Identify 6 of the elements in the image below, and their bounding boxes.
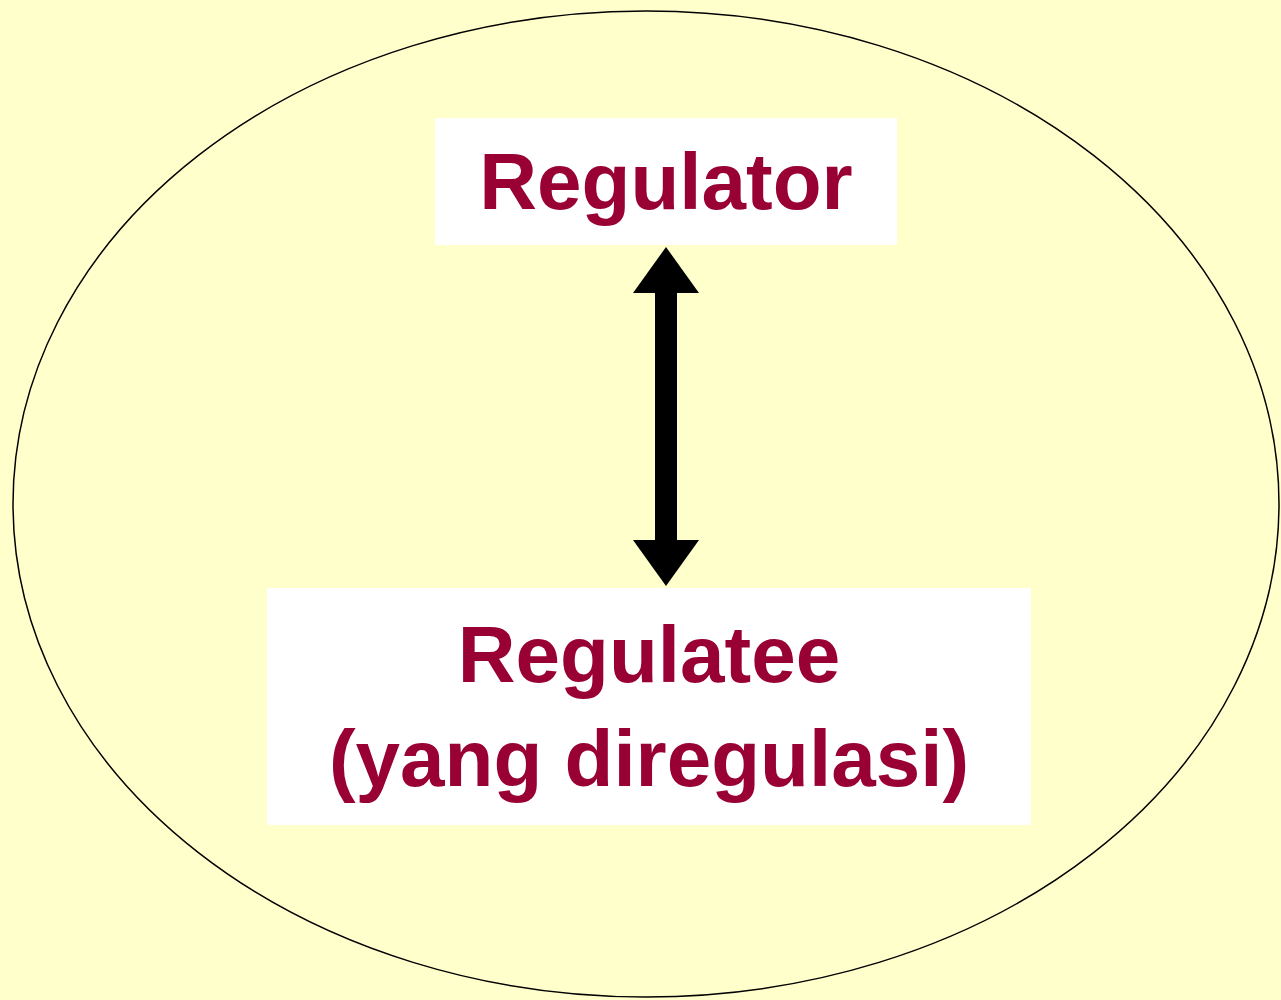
label-box bbox=[435, 118, 897, 245]
label-box bbox=[267, 588, 1031, 825]
node-text: Regulatee (yang diregulasi) bbox=[328, 608, 970, 805]
node-text: Regulator bbox=[479, 135, 853, 228]
ellipse-outline bbox=[12, 10, 1280, 998]
double-arrow bbox=[633, 247, 699, 586]
